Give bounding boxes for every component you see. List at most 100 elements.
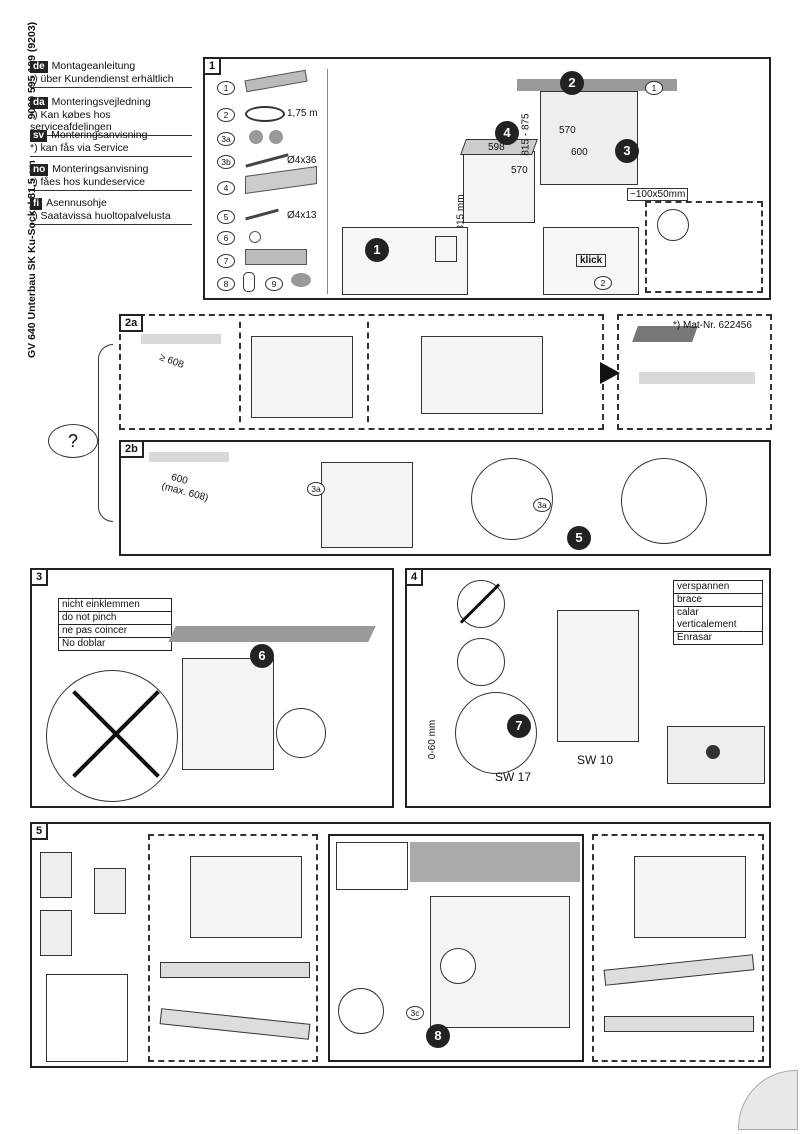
panel-1-number: 1 bbox=[203, 57, 222, 75]
part-5-size: Ø4x13 bbox=[287, 210, 317, 221]
panel-4-number: 4 bbox=[405, 568, 424, 586]
label-verspannen: verspannen bbox=[674, 581, 762, 594]
cabinet-niche bbox=[540, 91, 638, 185]
panel-2b: 2b 600 (max. 608) 3a 3a 5 bbox=[119, 440, 771, 556]
hinge-adjust-right bbox=[592, 834, 764, 1062]
dim-815-875: 815 - 875 bbox=[520, 113, 532, 156]
wrench-sw17-label: SW 17 bbox=[495, 770, 532, 784]
detail-circle-screw bbox=[471, 458, 553, 540]
hose-detail-box bbox=[645, 201, 763, 293]
part-3b-screw-icon bbox=[245, 153, 289, 168]
arrow-right-icon bbox=[600, 362, 620, 384]
callout-2-ref: 2 bbox=[594, 276, 612, 290]
step-6-marker: 6 bbox=[250, 644, 274, 668]
label-enrasar: Enrasar bbox=[677, 632, 713, 643]
height-range-label: 0-60 mm bbox=[427, 719, 439, 760]
trash-bin-icon bbox=[435, 236, 457, 262]
wrong-screw-detail bbox=[338, 988, 384, 1034]
step-2-marker: 2 bbox=[560, 71, 584, 95]
dim-815: 815 mm bbox=[455, 194, 467, 231]
part-ref-8: 8 bbox=[217, 277, 235, 291]
hinge-detail-right bbox=[634, 856, 746, 938]
page-curl bbox=[738, 1070, 798, 1130]
detail-circle-clip bbox=[621, 458, 707, 544]
part-ref-3a: 3a bbox=[217, 132, 235, 146]
label-brace: brace bbox=[674, 594, 762, 607]
panel-5-number: 5 bbox=[30, 822, 49, 840]
part-3a-clip-icon-2 bbox=[269, 130, 283, 144]
step-7-marker: 7 bbox=[507, 714, 531, 738]
appliance-4 bbox=[557, 610, 639, 742]
level-bubble-icon bbox=[706, 745, 720, 759]
dim-598: 598 bbox=[488, 142, 505, 153]
dim-hole: ~100x50mm bbox=[627, 188, 689, 201]
step-3-marker: 3 bbox=[615, 139, 639, 163]
gap-wrong-detail bbox=[457, 580, 505, 628]
drain-connection-box: klick 2 bbox=[543, 227, 639, 295]
level-adjust-box bbox=[667, 726, 765, 784]
cabinet-wrong-2 bbox=[94, 868, 126, 914]
part-1-strip bbox=[244, 69, 308, 93]
warning-fr: ne pas coincer bbox=[59, 625, 171, 638]
door-alignment-sketch bbox=[46, 974, 128, 1062]
wrench-sw10-label: SW 10 bbox=[577, 753, 614, 767]
panel-2a: 2a ≥ 608 bbox=[119, 314, 604, 430]
accessory-counter bbox=[639, 372, 755, 384]
step-5-marker: 5 bbox=[567, 526, 591, 550]
part-ref-1: 1 bbox=[217, 81, 235, 95]
klick-label: klick bbox=[576, 254, 607, 267]
stone-counter bbox=[410, 842, 580, 882]
panel-2a-divider-2 bbox=[367, 322, 369, 422]
part-3a-clip-icon bbox=[249, 130, 263, 144]
part-ref-7: 7 bbox=[217, 254, 235, 268]
no-pinch-warning: nicht einklemmen do not pinch ne pas coi… bbox=[58, 598, 172, 651]
warning-en: do not pinch bbox=[59, 612, 171, 625]
dim-570-b: 570 bbox=[559, 125, 576, 136]
step-8-marker: 8 bbox=[426, 1024, 450, 1048]
brace-labels: verspannen brace calar verticalement Enr… bbox=[673, 580, 763, 645]
tile-detail-circle bbox=[276, 708, 326, 758]
hinge-arm-3 bbox=[603, 954, 755, 986]
panel-2a-accessory: *) Mat-Nr. 622456 bbox=[617, 314, 772, 430]
parts-divider bbox=[327, 69, 328, 294]
appliance-2b bbox=[321, 462, 413, 548]
panel-3: 3 nicht einklemmen do not pinch ne pas c… bbox=[30, 568, 394, 808]
callout-1-ref: 1 bbox=[645, 81, 663, 95]
appliance-2a-2 bbox=[421, 336, 543, 414]
no-drip-icon bbox=[657, 209, 689, 241]
part-ref-4: 4 bbox=[217, 181, 235, 195]
part-9-nut-icon bbox=[291, 273, 311, 287]
door-screw-detail: 3c 8 bbox=[328, 834, 584, 1062]
part-ref-9: 9 bbox=[265, 277, 283, 291]
hinge-adjust-left bbox=[148, 834, 318, 1062]
warning-de: nicht einklemmen bbox=[59, 599, 171, 612]
panel-2b-number: 2b bbox=[119, 440, 144, 458]
dim-608: ≥ 608 bbox=[157, 352, 186, 371]
part-ref-5: 5 bbox=[217, 210, 235, 224]
counter-3 bbox=[168, 626, 376, 642]
part-3b-size: Ø4x36 bbox=[287, 155, 317, 166]
counter-top bbox=[517, 79, 677, 91]
ref-3a-right: 3a bbox=[533, 498, 551, 512]
gap-check-icons bbox=[336, 842, 408, 890]
part-ref-6: 6 bbox=[217, 231, 235, 245]
counter-2a-1 bbox=[141, 334, 221, 344]
hinge-arm-4 bbox=[604, 1016, 754, 1032]
hinge-detail-left bbox=[190, 856, 302, 938]
step-1-marker: 1 bbox=[365, 238, 389, 262]
part-5-screw-icon bbox=[245, 208, 279, 221]
appliance-2a-1 bbox=[251, 336, 353, 418]
part-6-cap-icon bbox=[249, 231, 261, 243]
appliance-3 bbox=[182, 658, 274, 770]
label-calar: calar verticalement bbox=[674, 607, 762, 632]
hinge-arm-2 bbox=[159, 1008, 311, 1040]
phillips-screw-icon bbox=[440, 948, 476, 984]
cabinet-correct bbox=[40, 910, 72, 956]
part-8-clamp-icon bbox=[243, 272, 255, 292]
step-4-marker: 4 bbox=[495, 121, 519, 145]
question-bubble: ? bbox=[48, 424, 98, 458]
dim-600: 600 bbox=[571, 147, 588, 158]
